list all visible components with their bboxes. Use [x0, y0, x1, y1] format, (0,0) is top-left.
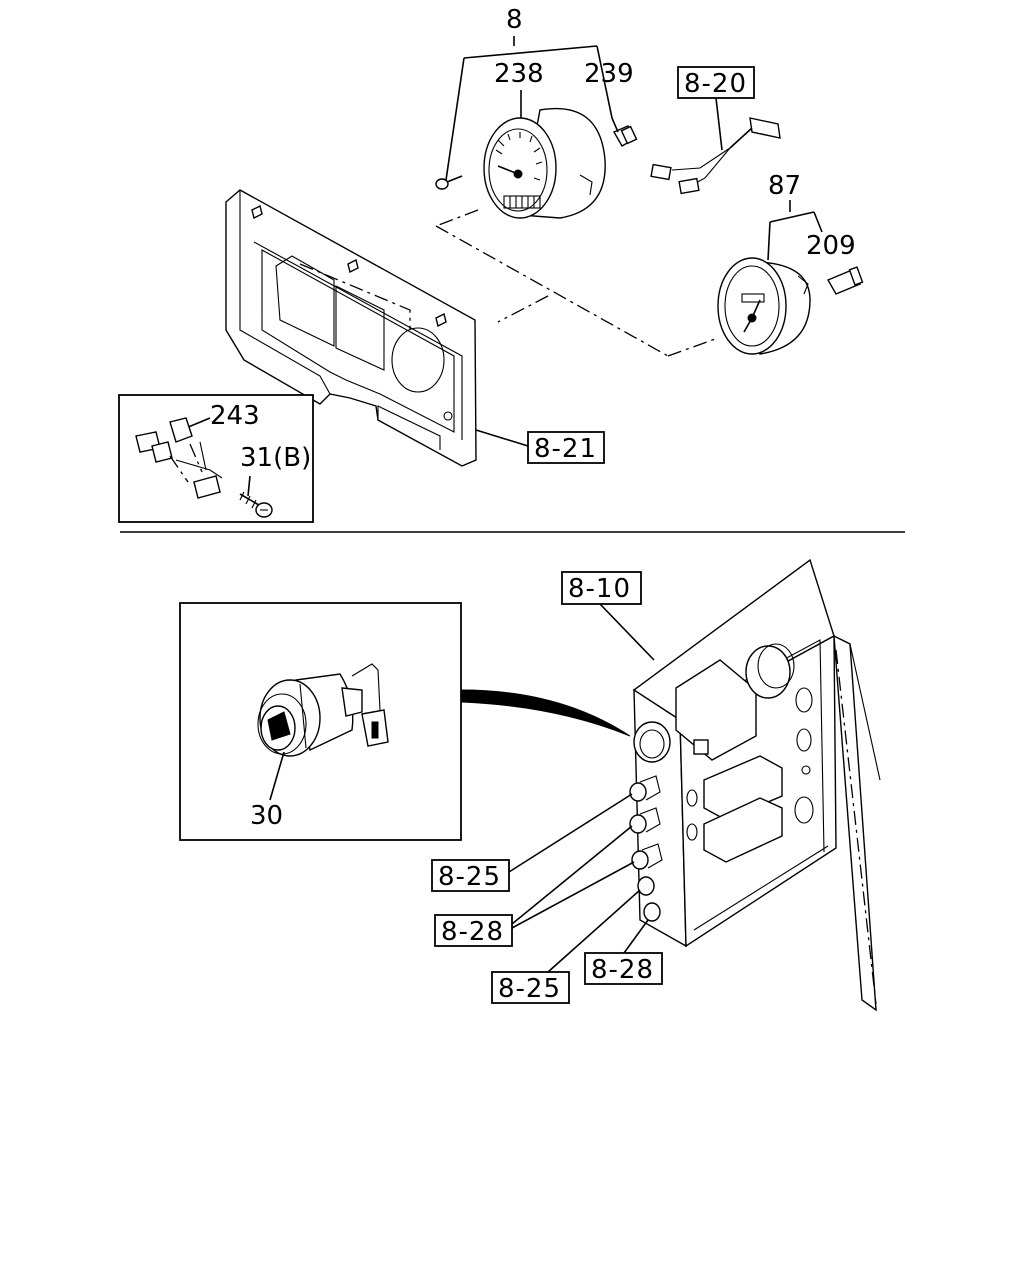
leader-8-25-b [547, 889, 641, 973]
label-209: 209 [806, 231, 856, 261]
inset-connector [118, 394, 314, 523]
assembly-lines [435, 209, 719, 357]
ref-box-8-28-b [584, 952, 663, 985]
wire-harness [650, 97, 781, 195]
ref-box-8-25-a [431, 859, 510, 892]
switch-panel [629, 558, 881, 1012]
leader-8-21 [475, 429, 529, 447]
leader-243 [185, 417, 211, 429]
leader-30 [269, 751, 285, 801]
part-30 [257, 663, 389, 757]
ref-8-20: 8-20 [684, 69, 747, 99]
leader-8-28-a1 [511, 825, 633, 925]
ring-terminal [435, 175, 463, 190]
ref-8-10: 8-10 [568, 574, 631, 604]
label-8: 8 [506, 5, 523, 35]
ref-8-28-a: 8-28 [441, 917, 504, 947]
pointer-arrow [461, 689, 631, 737]
leader-8-28-b [623, 919, 649, 954]
ref-box-8-21 [527, 431, 605, 464]
label-31b: 31(B) [240, 443, 311, 473]
bulb-239 [611, 117, 638, 147]
ref-box-8-28-a [434, 914, 513, 947]
cluster-bezel [225, 189, 477, 467]
leader-8-28-a2 [511, 861, 635, 929]
ref-box-8-10 [561, 571, 642, 605]
gauge-87 [717, 257, 811, 355]
leader-8 [445, 36, 613, 181]
sensor-209 [826, 266, 864, 295]
ref-box-8-25-b [491, 971, 570, 1004]
connector-parts [135, 417, 273, 518]
label-239: 239 [584, 59, 634, 89]
leader-87 [767, 200, 823, 261]
gauge-tachometer [483, 107, 606, 219]
ref-8-21: 8-21 [534, 434, 597, 464]
label-87: 87 [768, 171, 801, 201]
ref-8-28-b: 8-28 [591, 955, 654, 985]
label-238: 238 [494, 59, 544, 89]
leader-31b [247, 475, 251, 497]
ref-8-25-a: 8-25 [438, 862, 501, 892]
label-30: 30 [250, 801, 283, 831]
ref-8-25-b: 8-25 [498, 974, 561, 1004]
leader-8-10 [599, 603, 655, 661]
leader-8-25-a [508, 793, 633, 873]
ref-box-8-20 [677, 66, 755, 99]
label-243: 243 [210, 401, 260, 431]
